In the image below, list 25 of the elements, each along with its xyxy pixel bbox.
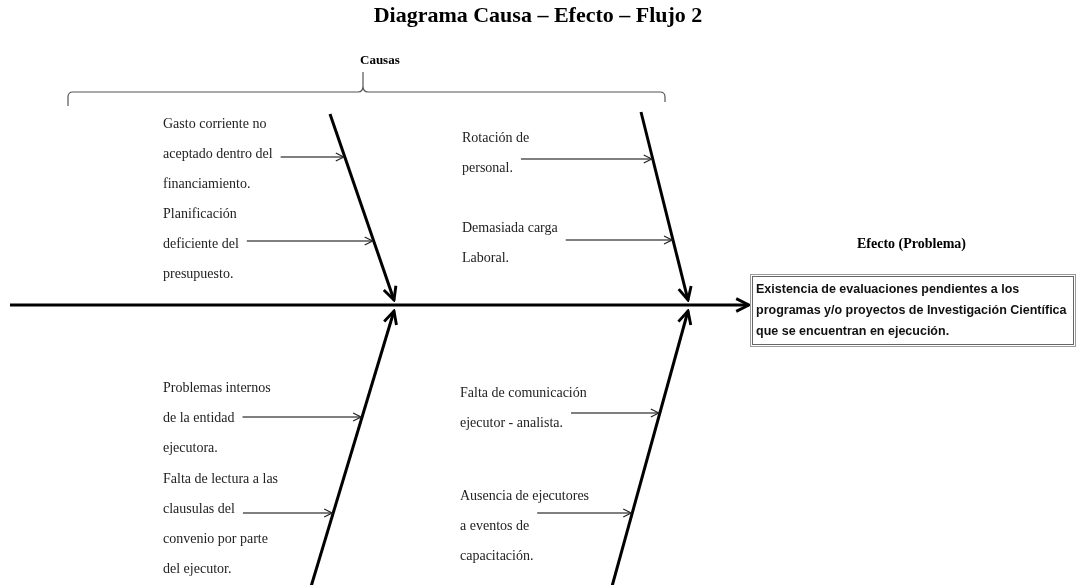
cause-arrow — [570, 408, 660, 418]
cause-arrow — [246, 236, 374, 246]
cause-arrow — [565, 235, 673, 245]
cause-arrow — [536, 508, 632, 518]
effect-heading: Efecto (Problema) — [857, 236, 966, 252]
main-spine-arrow — [10, 297, 751, 313]
fishbone-bone — [308, 309, 398, 585]
diagram-title: Diagrama Causa – Efecto – Flujo 2 — [372, 2, 704, 28]
cause-arrow — [280, 152, 345, 162]
fishbone-bone — [328, 113, 398, 302]
cause-arrow — [241, 412, 362, 422]
cause-text: Problemas internos de la entidad ejecutora. — [163, 373, 280, 463]
cause-text: Falta de comunicación ejecutor - analista. — [460, 378, 590, 438]
cause-text: Falta de lectura a las clausulas del convenio por parte del ejecutor. — [163, 464, 280, 584]
fishbone-bone — [639, 111, 693, 302]
cause-arrow — [520, 154, 653, 164]
group-heading: Causas — [360, 52, 400, 68]
cause-text: Demasiada carga Laboral. — [462, 213, 574, 273]
effect-box: Existencia de evaluaciones pendientes a los programas y/o proyectos de Investigación Científica que se encuentran en ejecución. — [752, 276, 1074, 345]
cause-arrow — [242, 508, 333, 518]
cause-text: Ausencia de ejecutores a eventos de capacitación. — [460, 481, 590, 571]
cause-text: Planificación deficiente del presupuesto. — [163, 199, 280, 289]
cause-text: Rotación de personal. — [462, 123, 574, 183]
fishbone-bone — [609, 309, 693, 585]
cause-text: Gasto corriente no aceptado dentro del financiamiento. — [163, 109, 280, 199]
